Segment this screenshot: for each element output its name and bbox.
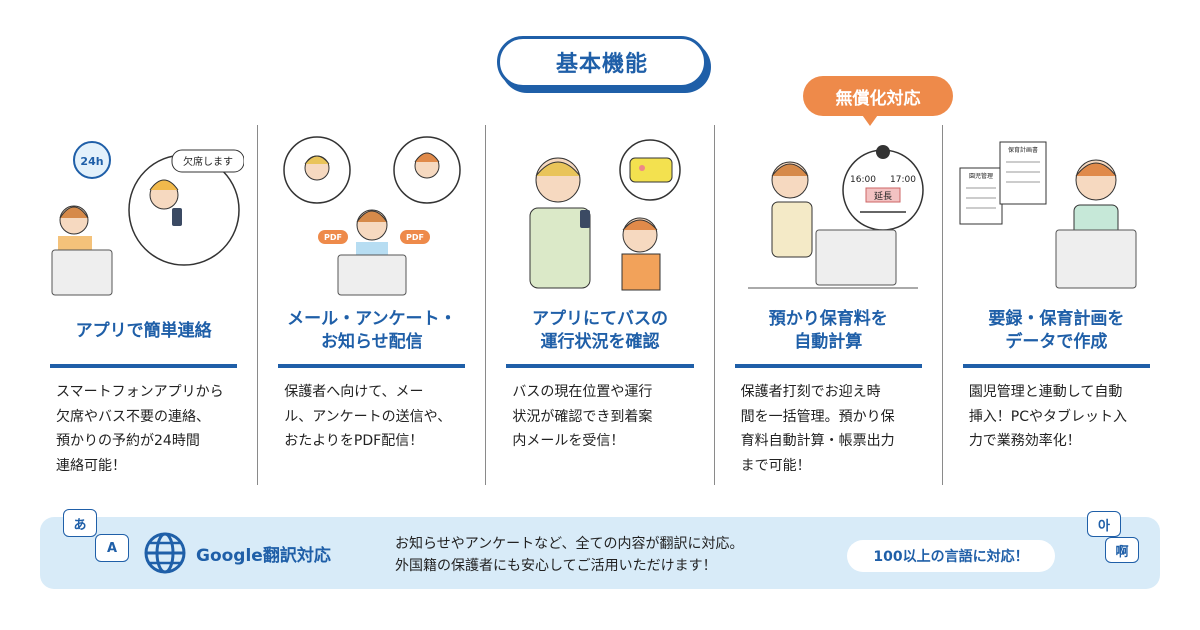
time-end: 17:00 [890,175,916,185]
feature-description: スマートフォンアプリから 欠席やバス不要の連絡、 預かりの予約が24時間 連絡可… [56,384,224,474]
laptop-icon [815,229,897,286]
feature-description: バスの現在位置や運行 状況が確認でき到着案 内メールを受信！ [512,384,653,449]
feature-list: 24h 欠席します アプリで簡単連絡 スマートフォンアプリから 欠席やバス不要の… [30,125,1170,485]
pdf-tag-left: PDF [324,233,342,242]
time-start: 16:00 [850,175,876,185]
google-translate-label: Google翻訳対応 [196,546,331,566]
feature-mail-survey: PDF PDF メール・アンケート・ お知らせ配信 保護者へ向けて、メー ル、ア… [257,125,485,485]
subsidy-badge: 無償化対応 [803,76,953,116]
feature-title: 預かり保育料を 自動計算 [768,309,888,352]
teacher-pdf-illustration: PDF PDF [283,136,461,296]
feature-title: アプリにてバスの 運行状況を確認 [532,309,668,352]
illustration-bus-status [498,125,701,300]
speech-bubble-icon: 아 [1087,511,1121,537]
parent-phone-illustration: 24h 欠席します [51,141,244,296]
page-title: 基本機能 [497,36,707,88]
feature-divider [734,364,922,368]
badge-tail [860,112,880,126]
document-icon [999,141,1047,205]
laptop-icon [1055,229,1137,289]
document-icon [959,167,1003,225]
bus-tracking-illustration [529,139,681,291]
illustration-fee-calc: 16:00 17:00 延長 [727,125,930,300]
bus-icon [629,157,673,183]
feature-fee-calc: 16:00 17:00 延長 預かり保育料を 自動計算 保護者打刻でお迎え時 間… [713,125,942,485]
pdf-tag-right: PDF [406,233,424,242]
feature-description: 保護者へ向けて、メー ル、アンケートの送信や、 おたよりをPDF配信！ [284,384,452,449]
absence-speech-text: 欠席します [183,155,233,168]
speech-bubble-icon: 啊 [1105,537,1139,563]
extension-label: 延長 [874,190,892,202]
languages-pill: 100以上の言語に対応！ [847,540,1055,572]
feature-description: 園児管理と連動して自動 挿入！PCやタブレット入 力で業務効率化！ [968,384,1128,449]
illustration-records-plan: 園児管理 保育計画書 [955,125,1158,300]
feature-title: アプリで簡単連絡 [75,320,212,341]
feature-app-contact: 24h 欠席します アプリで簡単連絡 スマートフォンアプリから 欠席やバス不要の… [30,125,257,485]
speech-bubble-icon: あ [63,509,97,537]
records-plan-illustration: 園児管理 保育計画書 [959,141,1137,289]
feature-divider [278,364,466,368]
fee-calc-illustration: 16:00 17:00 延長 [748,145,924,289]
feature-title: 要録・保育計画を データで作成 [988,309,1125,352]
care-plan-doc: 保育計画書 [1008,146,1038,154]
plus-icon [876,145,891,159]
feature-description: 保護者打刻でお迎え時 間を一括管理。預かり保 育料自動計算・帳票出力 まで可能！ [740,384,895,474]
feature-title: メール・アンケート・ お知らせ配信 [287,309,457,352]
translation-description: お知らせやアンケートなど、全ての内容が翻訳に対応。 外国籍の保護者にも安心してご… [395,536,744,575]
child-management-doc: 園児管理 [969,172,993,180]
feature-divider [506,364,694,368]
feature-records-plan: 園児管理 保育計画書 要録・保育計画を データで作成 園児管理と連動して自動 挿… [941,125,1170,485]
feature-divider [50,364,238,368]
illustration-mail-survey: PDF PDF [270,125,473,300]
speech-bubble-icon: A [95,534,129,562]
clock-24h-icon: 24h [80,155,103,168]
illustration-app-contact: 24h 欠席します [42,125,245,300]
globe-icon [144,532,186,574]
feature-bus-status: アプリにてバスの 運行状況を確認 バスの現在位置や運行 状況が確認でき到着案 内… [485,125,713,485]
feature-divider [962,364,1151,368]
